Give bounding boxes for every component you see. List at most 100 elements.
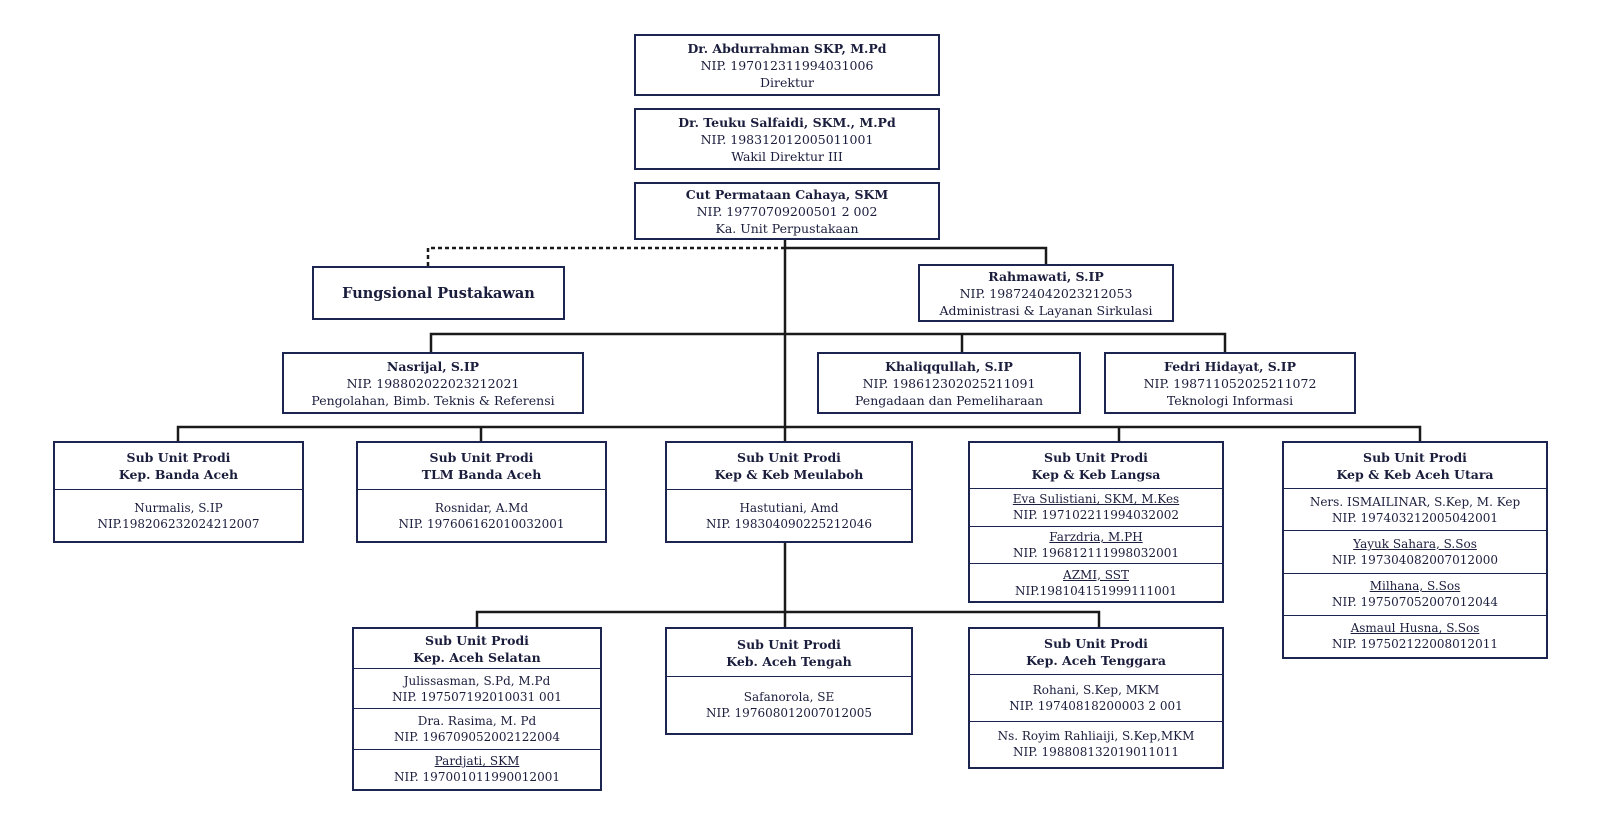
person-role: Administrasi & Layanan Sirkulasi	[939, 302, 1153, 318]
member-name: Milhana, S.Sos	[1369, 579, 1461, 594]
unit-title: Sub Unit Prodi	[429, 450, 534, 465]
unit-title: Sub Unit Prodi	[126, 450, 231, 465]
unit-header: Sub Unit Prodi Kep. Aceh Tenggara	[970, 629, 1222, 675]
unit-subtitle: Kep. Banda Aceh	[118, 467, 239, 482]
staff-link	[429, 332, 1227, 352]
person-nip: NIP. 198312012005011001	[700, 131, 874, 147]
unit-member: AZMI, SST NIP.198104151999111001	[970, 563, 1222, 601]
person-name: Khaliqqullah, S.IP	[885, 358, 1013, 374]
person-nip: NIP. 198612302025211091	[862, 375, 1036, 391]
staff-box-fedri: Fedri Hidayat, S.IP NIP. 198711052025211…	[1104, 352, 1356, 414]
member-name: Farzdria, M.PH	[1049, 530, 1143, 544]
unit-member: Milhana, S.Sos NIP. 197507052007012044	[1284, 572, 1546, 615]
unit-subtitle: Kep & Keb Aceh Utara	[1336, 466, 1494, 482]
fungsional-box: Fungsional Pustakawan	[312, 266, 565, 320]
member-name: AZMI, SST	[1063, 567, 1129, 582]
member-nip: NIP. 196812111998032001	[1013, 546, 1179, 560]
person-role: Ka. Unit Perpustakaan	[715, 220, 859, 236]
unit-title: Sub Unit Prodi	[1363, 449, 1467, 465]
member-name: Nurmalis, S.IP	[134, 500, 223, 515]
unit-header: Sub Unit Prodi Kep. Aceh Selatan	[354, 629, 600, 669]
unit-member: Safanorola, SE NIP. 197608012007012005	[667, 677, 911, 733]
unit-member: Eva Sulistiani, SKM, M.Kes NIP. 19710221…	[970, 489, 1222, 526]
member-name: Pardjati, SKM	[434, 754, 520, 769]
unit-header: Sub Unit Prodi Kep & Keb Meulaboh	[667, 443, 911, 490]
member-name: Asmaul Husna, S.Sos	[1350, 621, 1480, 636]
member-nip: NIP. 197507052007012044	[1332, 595, 1498, 610]
person-name: Fedri Hidayat, S.IP	[1164, 358, 1296, 374]
member-name: Ners. ISMAILINAR, S.Kep, M. Kep	[1309, 494, 1521, 509]
staff-box-nasrijal: Nasrijal, S.IP NIP. 198802022023212021 P…	[282, 352, 584, 414]
unit-member: Rohani, S.Kep, MKM NIP. 19740818200003 2…	[970, 675, 1222, 721]
member-nip: NIP. 19740818200003 2 001	[1009, 698, 1183, 713]
unit-member: Hastutiani, Amd NIP. 198304090225212046	[667, 490, 911, 541]
unit-member: Yayuk Sahara, S.Sos NIP. 197304082007012…	[1284, 530, 1546, 572]
member-name: Rohani, S.Kep, MKM	[1032, 682, 1160, 697]
member-nip: NIP. 196709052002122004	[394, 729, 560, 744]
member-name: Julissasman, S.Pd, M.Pd	[403, 673, 551, 688]
unit-title: Sub Unit Prodi	[425, 632, 529, 648]
unit-box-aceh-tengah: Sub Unit Prodi Keb. Aceh Tengah Safanoro…	[665, 627, 913, 735]
member-name: Ns. Royim Rahliaiji, S.Kep,MKM	[997, 729, 1195, 744]
fungsional-link	[426, 246, 785, 266]
person-role: Wakil Direktur III	[731, 148, 843, 164]
unit-member: Nurmalis, S.IP NIP.198206232024212007	[55, 490, 302, 541]
member-name: Rosnidar, A.Md	[434, 500, 529, 515]
person-name: Dr. Abdurrahman SKP, M.Pd	[687, 40, 887, 56]
member-nip: NIP.198104151999111001	[1014, 583, 1178, 598]
unit-subtitle: TLM Banda Aceh	[421, 467, 542, 482]
library-head-box: Cut Permataan Cahaya, SKM NIP. 197707092…	[634, 182, 940, 240]
person-name: Dr. Teuku Salfaidi, SKM., M.Pd	[678, 114, 896, 130]
member-nip: NIP. 197608012007012005	[706, 706, 872, 720]
unit-box-aceh-selatan: Sub Unit Prodi Kep. Aceh Selatan Julissa…	[352, 627, 602, 791]
rahmawati-box: Rahmawati, S.IP NIP. 198724042023212053 …	[918, 264, 1174, 322]
member-nip: NIP. 197507192010031 001	[392, 689, 562, 704]
director-box: Dr. Abdurrahman SKP, M.Pd NIP. 197012311…	[634, 34, 940, 96]
person-nip: NIP. 197012311994031006	[700, 57, 874, 73]
person-name: Cut Permataan Cahaya, SKM	[685, 186, 889, 202]
unit-row1-link	[176, 425, 1422, 441]
member-nip: NIP. 198304090225212046	[706, 516, 872, 531]
member-nip: NIP. 197001011990012001	[394, 770, 560, 785]
unit-title: Sub Unit Prodi	[1044, 449, 1148, 465]
unit-header: Sub Unit Prodi Kep. Banda Aceh	[55, 443, 302, 490]
member-name: Hastutiani, Amd	[739, 500, 839, 515]
member-name: Dra. Rasima, M. Pd	[417, 713, 537, 728]
person-nip: NIP. 19770709200501 2 002	[696, 203, 878, 219]
person-nip: NIP. 198802022023212021	[346, 375, 520, 391]
member-name: Eva Sulistiani, SKM, M.Kes	[1012, 492, 1180, 507]
unit-title: Sub Unit Prodi	[737, 636, 841, 652]
person-role: Direktur	[759, 74, 815, 90]
member-name: Safanorola, SE	[743, 690, 835, 704]
unit-member: Asmaul Husna, S.Sos NIP. 197502122008012…	[1284, 614, 1546, 657]
person-role: Pengolahan, Bimb. Teknis & Referensi	[311, 392, 555, 408]
rahmawati-link	[785, 246, 1048, 264]
staff-box-khaliqqullah: Khaliqqullah, S.IP NIP. 1986123020252110…	[817, 352, 1081, 414]
unit-member: Julissasman, S.Pd, M.Pd NIP. 19750719201…	[354, 669, 600, 708]
unit-subtitle: Keb. Aceh Tengah	[726, 653, 852, 669]
member-nip: NIP. 197102211994032002	[1013, 508, 1179, 523]
unit-title: Sub Unit Prodi	[1044, 635, 1148, 651]
person-nip: NIP. 198724042023212053	[959, 285, 1133, 301]
unit-title: Sub Unit Prodi	[737, 450, 841, 465]
person-role: Teknologi Informasi	[1166, 392, 1294, 408]
vice-director-box: Dr. Teuku Salfaidi, SKM., M.Pd NIP. 1983…	[634, 108, 940, 170]
unit-member: Ners. ISMAILINAR, S.Kep, M. Kep NIP. 197…	[1284, 489, 1546, 530]
person-name: Rahmawati, S.IP	[988, 268, 1104, 284]
unit-subtitle: Kep. Aceh Selatan	[413, 649, 541, 665]
fungsional-label: Fungsional Pustakawan	[342, 284, 535, 302]
member-nip: NIP.198206232024212007	[97, 516, 260, 531]
member-nip: NIP. 197606162010032001	[398, 516, 565, 531]
member-nip: NIP. 197502122008012011	[1332, 637, 1498, 652]
unit-row2-link	[475, 610, 1101, 627]
unit-subtitle: Kep. Aceh Tenggara	[1026, 652, 1166, 668]
unit-member: Farzdria, M.PH NIP. 196812111998032001	[970, 525, 1222, 564]
unit-box-langsa: Sub Unit Prodi Kep & Keb Langsa Eva Suli…	[968, 441, 1224, 603]
unit-member: Pardjati, SKM NIP. 197001011990012001	[354, 748, 600, 789]
unit-header: Sub Unit Prodi Kep & Keb Langsa	[970, 443, 1222, 489]
unit-subtitle: Kep & Keb Meulaboh	[714, 467, 864, 482]
unit-member: Rosnidar, A.Md NIP. 197606162010032001	[358, 490, 605, 541]
member-nip: NIP. 198808132019011011	[1013, 745, 1179, 760]
unit-subtitle: Kep & Keb Langsa	[1031, 466, 1161, 482]
